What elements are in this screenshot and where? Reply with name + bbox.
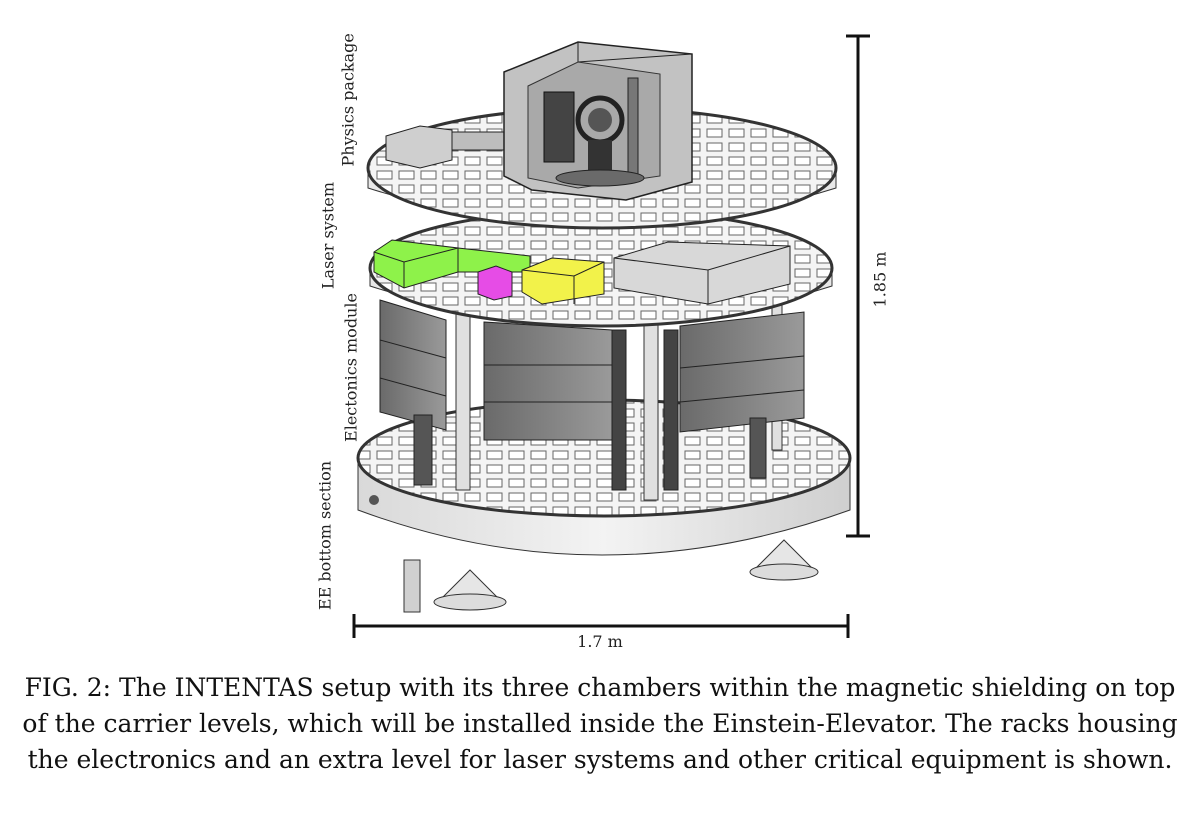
figure: Physics package Laser system Electonics … — [315, 33, 890, 651]
physics-package-level — [366, 41, 838, 230]
height-dimension-line — [846, 34, 870, 538]
width-dimension-line — [352, 614, 850, 638]
height-dimension-label: 1.85 m — [870, 251, 890, 308]
yellow-box — [521, 257, 605, 305]
label-electronics-module: Electonics module — [341, 293, 361, 442]
label-ee-bottom-section: EE bottom section — [315, 460, 335, 611]
setup-illustration — [352, 34, 870, 638]
figure-caption: FIG. 2: The INTENTAS setup with its thre… — [22, 673, 1178, 774]
laser-system-level — [368, 208, 834, 328]
laser-module — [385, 125, 453, 169]
label-physics-package: Physics package — [338, 33, 358, 167]
electronics-racks — [379, 299, 805, 491]
width-dimension-label: 1.7 m — [577, 632, 623, 651]
ee-bottom-section — [356, 398, 852, 556]
label-laser-system: Laser system — [318, 181, 338, 290]
support-legs — [403, 539, 819, 613]
magenta-box — [477, 265, 513, 301]
rack-chassis — [613, 241, 791, 305]
